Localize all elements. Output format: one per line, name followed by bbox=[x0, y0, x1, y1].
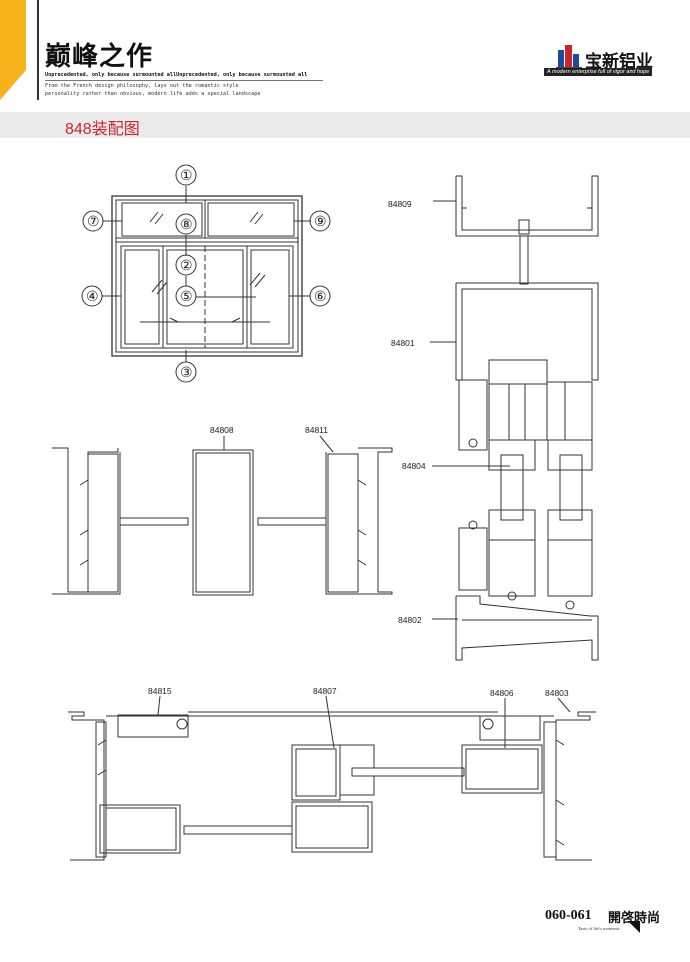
header-blurb-line-2: personality rather than obvious, modern … bbox=[45, 91, 261, 97]
callout-4: ④ bbox=[86, 290, 99, 305]
footer-brand: 開啓時尚 bbox=[608, 911, 661, 926]
part-label-84808: 84808 bbox=[210, 425, 234, 435]
page-title: 巅峰之作 bbox=[45, 42, 154, 72]
header-tagline: Unprecedented, only because surmounted a… bbox=[45, 72, 308, 78]
part-label-84804: 84804 bbox=[402, 461, 426, 471]
page-number: 060-061 bbox=[545, 908, 592, 923]
section-title: 848装配图 bbox=[65, 121, 140, 138]
part-label-84802: 84802 bbox=[398, 615, 422, 625]
callout-3: ③ bbox=[180, 366, 193, 381]
part-label-84815: 84815 bbox=[148, 686, 172, 696]
corner-accent bbox=[0, 0, 26, 100]
part-label-84803: 84803 bbox=[545, 688, 569, 698]
part-label-84809: 84809 bbox=[388, 199, 412, 209]
part-label-84807: 84807 bbox=[313, 686, 337, 696]
footer-triangle-icon bbox=[628, 921, 640, 933]
header-rule bbox=[45, 80, 323, 81]
callout-6: ⑥ bbox=[314, 290, 327, 305]
callout-5: ⑤ bbox=[180, 290, 193, 305]
callout-2: ② bbox=[180, 259, 193, 274]
header-blurb-line-1: From the French design philosophy, lays … bbox=[45, 83, 239, 89]
brand-slogan: A modern enterprise full of vigor and ho… bbox=[544, 68, 653, 76]
footer-subtitle: Taste of life's moments bbox=[578, 926, 620, 931]
callout-1: ① bbox=[180, 169, 193, 184]
section-header-bar: 848装配图 bbox=[0, 112, 690, 138]
bottom-section-drawing bbox=[68, 695, 596, 861]
brand-name: 宝新铝业 bbox=[585, 52, 653, 72]
callout-8: ⑧ bbox=[180, 218, 193, 233]
vertical-section-drawing bbox=[430, 175, 599, 661]
part-label-84811: 84811 bbox=[305, 425, 328, 435]
callout-7: ⑦ bbox=[87, 215, 100, 230]
part-label-84806: 84806 bbox=[490, 688, 514, 698]
horizontal-section-drawing bbox=[52, 435, 393, 596]
callout-9: ⑨ bbox=[314, 215, 327, 230]
header-divider-line bbox=[37, 0, 39, 100]
window-elevation-diagram bbox=[81, 164, 331, 383]
part-label-84801: 84801 bbox=[391, 338, 415, 348]
